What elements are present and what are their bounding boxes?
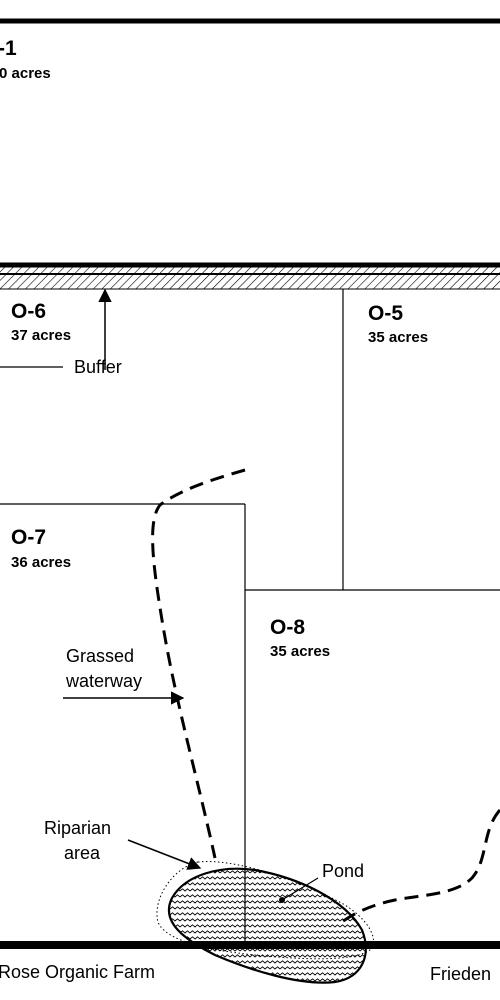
field-o6-id: O-6 [11,300,47,323]
grassed-waterway-line [151,468,246,859]
grassed-waterway-label-line2: waterway [66,671,143,691]
field-o7-acres: 36 acres [11,554,72,571]
buffer-label: Buffer [74,357,122,377]
pond-shape [167,867,367,984]
grassed-waterway-label-line1: Grassed [66,646,135,666]
pond-label: Pond [322,861,365,881]
field-1-id: -1 [0,37,17,60]
riparian-label-line2: area [64,843,101,863]
field-o8-id: O-8 [270,616,306,639]
field-o5-id: O-5 [368,302,404,325]
right-farm-name: Frieden [430,964,492,984]
riparian-arrow [127,839,202,870]
pond-leader [281,877,319,901]
pond-leader-dot [279,897,285,903]
east-waterway-line [337,808,500,927]
field-o5-acres: 35 acres [368,329,429,346]
field-1-acres: 0 acres [0,65,51,82]
field-o7-id: O-7 [11,526,47,549]
field-o6-acres: 37 acres [11,327,72,344]
left-farm-name: Rose Organic Farm [0,962,156,982]
field-o8-acres: 35 acres [270,643,331,660]
riparian-label-line1: Riparian [44,818,112,838]
